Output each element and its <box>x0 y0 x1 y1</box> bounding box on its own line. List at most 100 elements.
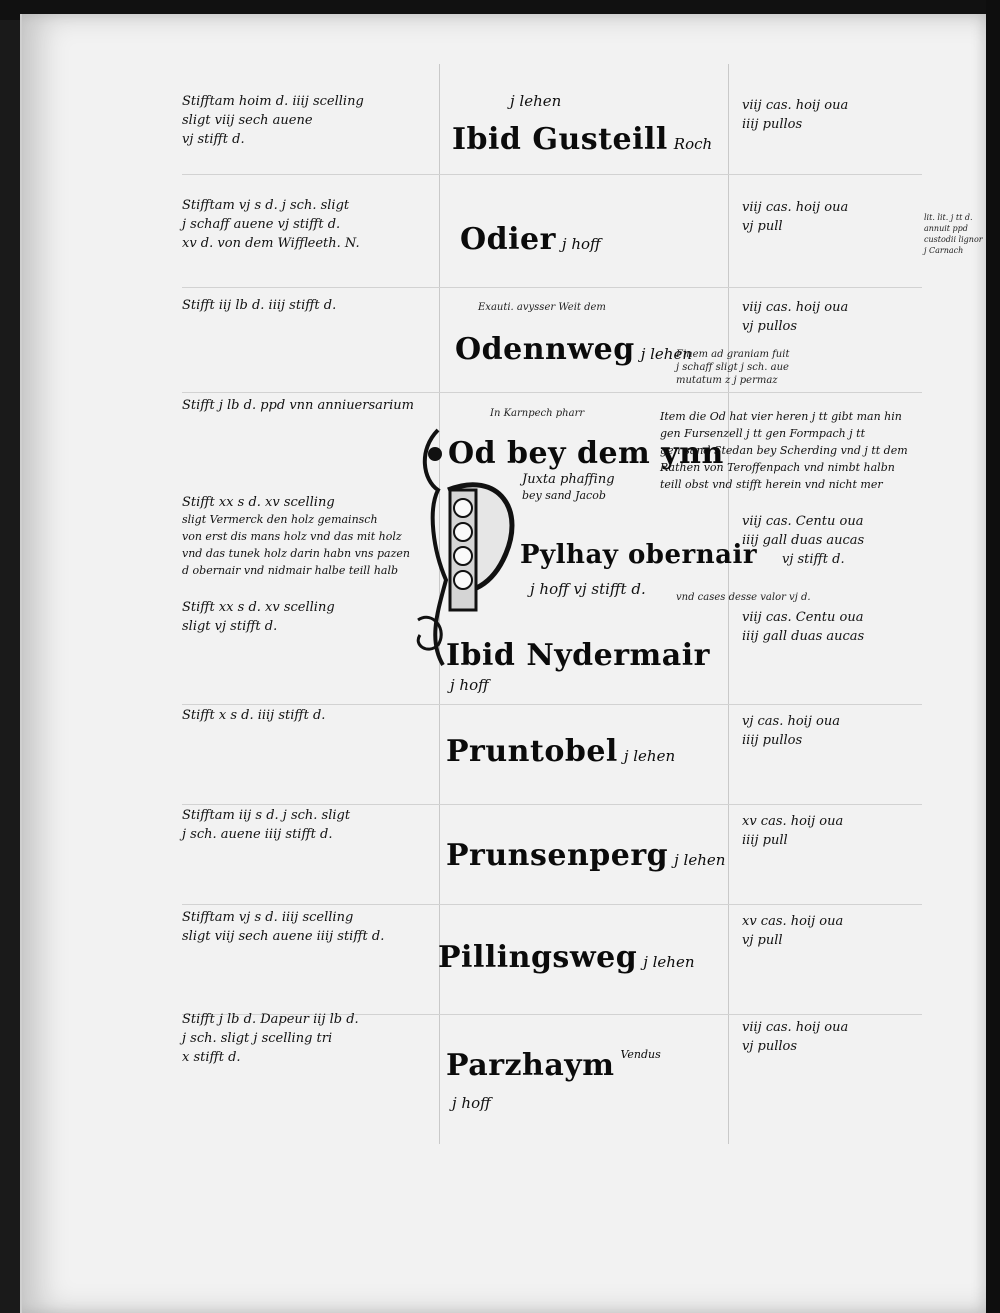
text-line: sligt Vermerck den holz gemainsch <box>182 513 378 526</box>
text-line: d obernair vnd nidmair halbe teill halb <box>182 564 399 577</box>
place-suffix: j lehen <box>623 747 676 765</box>
entry-od-bey-dem-ynn-dues: Stifft j lb d. ppd vnn anniuersarium <box>182 396 437 415</box>
text-line: vj stifft d. <box>782 552 845 567</box>
place-name-od-bey-dem-ynn: Od bey dem ynn <box>448 436 724 471</box>
text-line: iiij pullos <box>742 117 803 132</box>
entry-pylhay-renders: viij cas. Centu oua iiij gall duas aucas… <box>742 512 917 569</box>
place-name-text: Pruntobel <box>446 734 618 769</box>
decorated-initial-p <box>416 428 515 667</box>
text-line: mutatum z j permaz <box>676 375 778 386</box>
text-line: vj cas. hoij oua <box>742 714 840 729</box>
text-line: j schaff auene vj stifft d. <box>182 217 341 232</box>
text-line: xv cas. hoij oua <box>742 814 844 829</box>
text-line: Stifft xx s d. xv scelling <box>182 600 335 615</box>
row-rule <box>182 174 922 175</box>
holding-type: j lehen <box>510 92 562 110</box>
text-line: Stifftam vj s d. j sch. sligt <box>182 198 350 213</box>
entry-odier-renders: viij cas. hoij oua vj pull <box>742 198 917 236</box>
entry-pruntobel-dues: Stifft x s d. iiij stifft d. <box>182 706 437 725</box>
text-line: Finem ad graniam fuit <box>676 349 790 360</box>
entry-pillingsweg-renders: xv cas. hoij oua vj pull <box>742 912 917 950</box>
text-line: sligt viij sech auene <box>182 113 313 128</box>
holding-type: j hoff <box>450 676 489 694</box>
entry-parzhaym-renders: viij cas. hoij oua vj pullos <box>742 1018 917 1056</box>
place-name-pylhay-obernair: Pylhay obernair <box>520 540 757 570</box>
place-name-gusteill: Ibid Gusteill Roch <box>452 122 712 157</box>
text-line: vj pull <box>742 219 783 234</box>
text-line: j sch. sligt j scelling tri <box>182 1031 333 1046</box>
place-name-text: Odennweg <box>455 332 635 367</box>
place-suffix: j hoff <box>561 235 601 253</box>
holding-type: j hoff <box>452 1094 491 1112</box>
text-line: viij cas. hoij oua <box>742 300 849 315</box>
place-name-text: Pylhay obernair <box>520 540 758 570</box>
entry-odier-dues: Stifftam vj s d. j sch. sligt j schaff a… <box>182 196 437 253</box>
text-line: viij cas. hoij oua <box>742 1020 849 1035</box>
text-line: von erst dis mans holz vnd das mit holz <box>182 530 402 543</box>
entry-gusteill-dues: Stifftam hoim d. iiij scelling sligt vii… <box>182 92 437 149</box>
text-line: j schaff sligt j sch. aue <box>676 362 789 373</box>
entry-nydermair-dues: Stifft xx s d. xv scelling sligt vj stif… <box>182 598 437 636</box>
text-line: viij cas. hoij oua <box>742 200 849 215</box>
entry-prunsenperg-dues: Stifftam iij s d. j sch. sligt j sch. au… <box>182 806 437 844</box>
row-rule <box>182 392 922 393</box>
entry-prunsenperg-renders: xv cas. hoij oua iiij pull <box>742 812 917 850</box>
text-line: x stifft d. <box>182 1050 241 1065</box>
text-line: viij cas. Centu oua <box>742 514 864 529</box>
place-name-text: Prunsenperg <box>446 838 669 873</box>
place-name-text: Ibid Gusteill <box>452 122 668 157</box>
text-line: Stifftam iij s d. j sch. sligt <box>182 808 351 823</box>
place-name-text: Od bey dem ynn <box>448 436 724 471</box>
place-name-text: Odier <box>460 222 556 257</box>
place-name-pruntobel: Pruntobel j lehen <box>446 734 675 769</box>
text-line: viij cas. hoij oua <box>742 98 849 113</box>
place-name-prunsenperg: Prunsenperg j lehen <box>446 838 725 873</box>
text-line: vj stifft d. <box>182 132 245 147</box>
entry-pylhay-dues: Stifft xx s d. xv scelling sligt Vermerc… <box>182 494 437 579</box>
place-suffix: j lehen <box>643 953 695 971</box>
text-line: vj pullos <box>742 319 798 334</box>
entry-pillingsweg-dues: Stifftam vj s d. iiij scelling sligt vii… <box>182 908 437 946</box>
text-line: vj pullos <box>742 1039 798 1054</box>
text-line: iiij gall duas aucas <box>742 629 865 644</box>
place-name-text: Parzhaym <box>446 1048 615 1083</box>
text-line: iiij pullos <box>742 733 803 748</box>
place-suffix: j lehen <box>674 851 726 869</box>
text-line: Stifftam hoim d. iiij scelling <box>182 94 364 109</box>
place-name-text: Pillingsweg <box>438 940 638 975</box>
text-line: Stifft x s d. iiij stifft d. <box>182 708 326 723</box>
column-rule-right <box>728 64 729 1144</box>
text-line: gen Fursenzell j tt gen Formpach j tt <box>660 427 865 440</box>
text-line: xv cas. hoij oua <box>742 914 844 929</box>
text-line: sligt vj stifft d. <box>182 619 278 634</box>
place-name-text: Ibid Nydermair <box>446 638 710 673</box>
row-rule <box>182 1014 922 1015</box>
nydermair-side-note: vnd cases desse valor vj d. <box>676 592 811 603</box>
parish-note: In Karnpech pharr <box>490 408 585 419</box>
entry-parzhaym-dues: Stifft j lb d. Dapeur iij lb d. j sch. s… <box>182 1010 437 1067</box>
text-line: iiij pull <box>742 833 788 848</box>
entry-odennweg-renders: viij cas. hoij oua vj pullos <box>742 298 917 336</box>
place-suffix: Roch <box>673 135 713 153</box>
text-line: annuit ppd <box>924 224 968 233</box>
row-rule <box>182 904 922 905</box>
text-line: iiij gall duas aucas <box>742 533 865 548</box>
location-note: Juxta phaffing bey sand Jacob <box>522 472 615 504</box>
holding-type: j hoff vj stifft d. <box>530 580 646 598</box>
text-line: Stifft iij lb d. iiij stifft d. <box>182 298 337 313</box>
text-line: Stifft j lb d. Dapeur iij lb d. <box>182 1012 359 1027</box>
place-name-pillingsweg: Pillingsweg j lehen <box>438 940 695 975</box>
text-line: Stifftam vj s d. iiij scelling <box>182 910 354 925</box>
entry-nydermair-renders: viij cas. Centu oua iiij gall duas aucas <box>742 608 917 646</box>
text-line: j Carnach <box>924 246 964 255</box>
interlinear-note: Exauti. avysser Weit dem <box>478 302 606 313</box>
row-rule <box>182 804 922 805</box>
place-name-nydermair: Ibid Nydermair <box>446 638 710 673</box>
text-line: Juxta phaffing <box>522 472 615 487</box>
entry-pruntobel-renders: vj cas. hoij oua iiij pullos <box>742 712 917 750</box>
text-line: gen sand Stedan bey Scherding vnd j tt d… <box>660 444 908 457</box>
text-line: teill obst vnd stifft herein vnd nicht m… <box>660 478 883 491</box>
row-rule <box>182 287 922 288</box>
